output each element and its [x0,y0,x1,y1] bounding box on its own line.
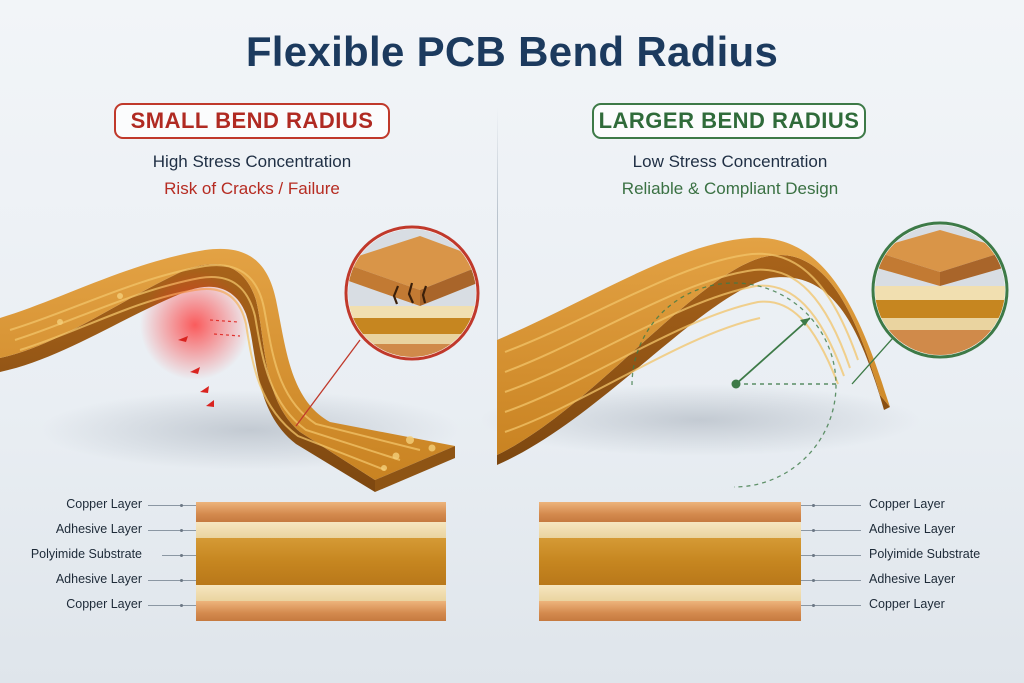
leader-dot [812,604,815,607]
right-label-adhesive-top: Adhesive Layer [869,522,956,536]
center-divider [497,108,498,468]
small-bend-radius-heading: SMALL BEND RADIUS [114,103,390,139]
right-layer-stackup [539,502,801,621]
larger-bend-radius-heading: LARGER BEND RADIUS [592,103,866,139]
leader-line [801,530,861,531]
left-layer-stackup [196,502,446,621]
leader-line [148,605,196,606]
larger-bend-flex-circuit [480,237,920,488]
left-label-copper-top: Copper Layer [66,497,142,511]
adhesive-layer-top [539,522,801,538]
leader-dot [812,504,815,507]
leader-dot [180,504,183,507]
right-label-copper-bottom: Copper Layer [869,597,945,611]
layer-detail-magnifier [871,221,1009,359]
left-label-copper-bottom: Copper Layer [66,597,142,611]
leader-line [148,530,196,531]
leader-dot [812,554,815,557]
right-label-adhesive-bottom: Adhesive Layer [869,572,956,586]
leader-dot [180,554,183,557]
right-label-polyimide: Polyimide Substrate [869,547,981,561]
adhesive-layer-top [196,522,446,538]
leader-dot [812,529,815,532]
leader-line [801,505,861,506]
leader-dot [180,604,183,607]
leader-line [148,505,196,506]
leader-dot [180,529,183,532]
stress-arrows [178,336,214,407]
radius-indicator [631,282,840,488]
small-bend-line-1: High Stress Concentration [152,152,352,171]
polyimide-substrate [196,538,446,585]
small-bend-line-2: Risk of Cracks / Failure [164,179,340,198]
copper-layer-bottom [539,601,801,621]
polyimide-substrate [539,538,801,585]
left-label-adhesive-top: Adhesive Layer [55,522,142,536]
leader-dot [180,579,183,582]
leader-line [801,605,861,606]
crack-detail-magnifier [344,225,480,361]
leader-line [801,555,861,556]
adhesive-layer-bottom [539,585,801,601]
copper-layer-bottom [196,601,446,621]
leader-line [162,555,196,556]
page-title: Flexible PCB Bend Radius [245,28,779,75]
leader-dot [812,579,815,582]
left-label-polyimide: Polyimide Substrate [30,547,142,561]
small-bend-flex-circuit [0,248,460,492]
left-label-adhesive-bottom: Adhesive Layer [55,572,142,586]
copper-layer-top [539,502,801,522]
larger-bend-line-2: Reliable & Compliant Design [621,179,839,198]
adhesive-layer-bottom [196,585,446,601]
copper-layer-top [196,502,446,522]
larger-bend-line-1: Low Stress Concentration [632,152,828,171]
leader-line [148,580,196,581]
right-label-copper-top: Copper Layer [869,497,945,511]
leader-line [801,580,861,581]
